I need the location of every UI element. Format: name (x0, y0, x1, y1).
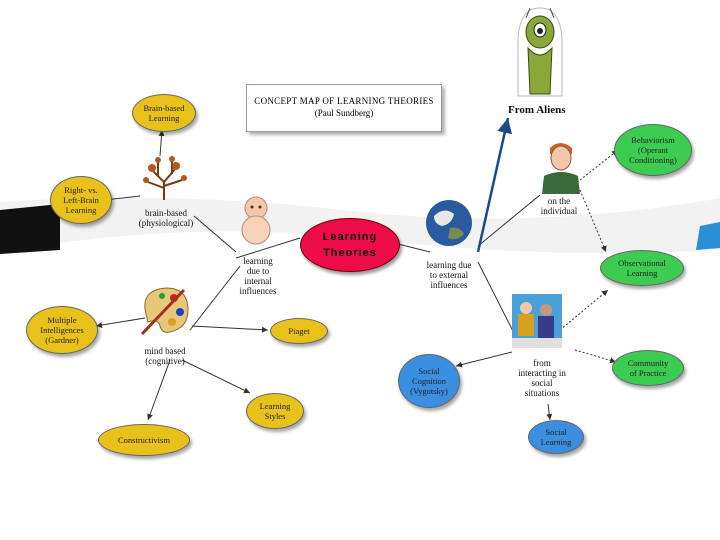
label-external-influences: learning due to external influences (426, 260, 472, 290)
link-internal-brainbased (193, 215, 237, 253)
center-line2: Theories (323, 247, 377, 259)
node-social-cognition[interactable]: Social Cognition (Vygotsky) (398, 354, 460, 408)
title-box: CONCEPT MAP OF LEARNING THEORIES (Paul S… (246, 84, 442, 132)
link-center-internal (235, 237, 301, 259)
alien-image (517, 7, 563, 97)
label-internal-influences: learning due to internal influences (239, 256, 277, 296)
node-piaget[interactable]: Piaget (270, 318, 328, 344)
node-community-of-practice[interactable]: Community of Practice (612, 350, 684, 386)
label-mind-based: mind based (cognitive) (144, 346, 186, 366)
node-learning-styles[interactable]: Learning Styles (246, 393, 304, 429)
label-brain-based-physiological: brain-based (physiological) (138, 208, 194, 228)
label-interacting: from interacting in social situations (518, 358, 566, 398)
link-center-external (397, 243, 431, 253)
center-node-learning-theories[interactable]: Learning Theories (300, 218, 400, 272)
baby-image (241, 196, 271, 245)
map-author: (Paul Sundberg) (314, 108, 374, 118)
node-right-left-brain[interactable]: Right- vs. Left-Brain Learning (50, 176, 112, 224)
person-image (542, 143, 580, 194)
map-title: CONCEPT MAP OF LEARNING THEORIES (254, 96, 434, 106)
node-social-learning[interactable]: Social Learning (528, 420, 584, 454)
group-image (512, 294, 562, 348)
aliens-label: From Aliens (508, 104, 566, 116)
node-brain-based-learning[interactable]: Brain-based Learning (132, 94, 196, 132)
tree-image (143, 156, 187, 200)
node-observational-learning[interactable]: Observational Learning (600, 250, 684, 286)
palette-image (140, 287, 189, 336)
node-multiple-intelligences[interactable]: Multiple Intelligences (Gardner) (26, 306, 98, 354)
earth-image (426, 200, 472, 246)
link-internal-mindbased (189, 265, 241, 331)
node-behaviorism[interactable]: Behaviorism (Operant Conditioning) (614, 124, 692, 176)
label-on-the-individual: on the individual (540, 196, 578, 216)
node-constructivism[interactable]: Constructivism (98, 424, 190, 456)
center-line1: Learning (322, 231, 378, 243)
